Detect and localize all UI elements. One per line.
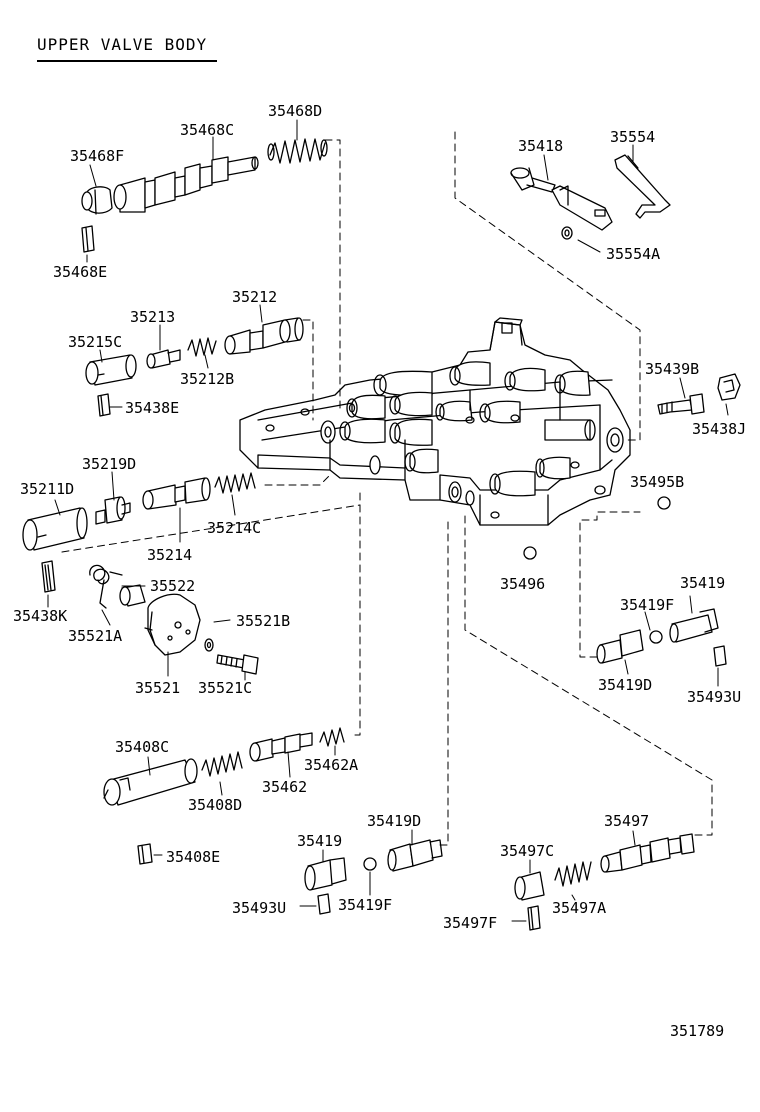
part-label[interactable]: 35497A xyxy=(552,899,607,917)
part-label[interactable]: 35493U xyxy=(232,899,287,917)
part-label[interactable]: 35214 xyxy=(147,546,193,564)
spring-35497A xyxy=(554,861,592,887)
spring-35462A xyxy=(319,727,345,747)
clip-35554A xyxy=(561,226,573,240)
plug-35419D-right xyxy=(596,629,644,664)
valve-35468C xyxy=(113,156,259,213)
part-label[interactable]: 35554A xyxy=(606,245,661,263)
ball-35495B xyxy=(657,496,671,510)
part-label[interactable]: 35521B xyxy=(236,612,291,630)
washer-35521B xyxy=(204,638,214,652)
part-label[interactable]: 35554 xyxy=(610,128,656,146)
retainer-35408E xyxy=(137,843,153,865)
valve-35497 xyxy=(600,833,695,873)
label-leaders xyxy=(47,119,729,922)
part-label[interactable]: 35219D xyxy=(82,455,137,473)
plug-35468F xyxy=(81,186,113,215)
clip-35438J xyxy=(717,373,741,401)
mounting-holes xyxy=(265,408,606,519)
sleeve-35408C xyxy=(103,758,198,806)
part-label[interactable]: 35408D xyxy=(188,796,243,814)
part-label[interactable]: 35462A xyxy=(304,756,359,774)
part-label[interactable]: 35493U xyxy=(687,688,742,706)
ball-35496 xyxy=(523,546,537,560)
retainer-35493U-right xyxy=(713,645,727,667)
ball-35419F-lower xyxy=(363,857,377,871)
part-label[interactable]: 35497F xyxy=(443,914,498,932)
part-label[interactable]: 35418 xyxy=(518,137,564,155)
cam-35521 xyxy=(144,593,201,656)
plug-35213 xyxy=(146,349,181,369)
bore-row-middle xyxy=(346,391,596,441)
part-label[interactable]: 35438J xyxy=(692,420,747,438)
part-label[interactable]: 35521 xyxy=(135,679,181,697)
part-label[interactable]: 35496 xyxy=(500,575,546,593)
part-label[interactable]: 35419D xyxy=(367,812,422,830)
part-label[interactable]: 35439B xyxy=(645,360,700,378)
diagram-title: UPPER VALVE BODY xyxy=(37,35,208,54)
part-label[interactable]: 35438E xyxy=(125,399,180,417)
part-label[interactable]: 35522 xyxy=(150,577,196,595)
part-label[interactable]: 35521C xyxy=(198,679,253,697)
rod-35554 xyxy=(614,154,671,219)
spring-35522 xyxy=(89,564,123,609)
title-underline xyxy=(37,60,217,62)
part-label[interactable]: 35212B xyxy=(180,370,235,388)
part-label[interactable]: 35497 xyxy=(604,812,650,830)
retainer-35497F xyxy=(527,905,541,931)
roller-35522 xyxy=(119,584,146,607)
part-label[interactable]: 35468E xyxy=(53,263,108,281)
retainer-35493U-lower xyxy=(317,893,331,915)
assembly-leader-lines xyxy=(61,131,713,846)
part-label[interactable]: 35468F xyxy=(70,147,125,165)
bore-row-front xyxy=(320,418,624,453)
spring-35214C xyxy=(214,472,256,494)
plug-35497C xyxy=(514,871,545,901)
ball-35419F-right xyxy=(649,630,663,644)
retainer-35438E xyxy=(97,393,111,417)
part-label[interactable]: 35468D xyxy=(268,102,323,120)
part-label[interactable]: 35462 xyxy=(262,778,308,796)
plug-35419-lower xyxy=(304,857,347,891)
part-label[interactable]: 35495B xyxy=(630,473,685,491)
bolt-35521C xyxy=(216,654,259,675)
valve-35214 xyxy=(142,477,211,510)
retainer-35468E xyxy=(81,225,95,253)
bore-row-lower xyxy=(369,448,571,506)
part-label[interactable]: 35419D xyxy=(598,676,653,694)
valve-35212 xyxy=(224,317,304,355)
part-label[interactable]: 35419F xyxy=(620,596,675,614)
part-label[interactable]: 35468C xyxy=(180,121,235,139)
sleeve-35211D xyxy=(22,507,88,551)
part-label[interactable]: 35211D xyxy=(20,480,75,498)
plug-35419D-lower xyxy=(387,839,443,872)
pin-35418 xyxy=(510,167,613,231)
part-label[interactable]: 35212 xyxy=(232,288,278,306)
part-label[interactable]: 35497C xyxy=(500,842,555,860)
part-label[interactable]: 35521A xyxy=(68,627,123,645)
plug-35419-right xyxy=(669,608,719,643)
spring-35212B xyxy=(187,337,217,357)
upper-valve-body-casting xyxy=(239,317,631,526)
part-label[interactable]: 35213 xyxy=(130,308,176,326)
part-label[interactable]: 35215C xyxy=(68,333,123,351)
valve-35462 xyxy=(249,732,313,762)
plug-35219D xyxy=(95,496,131,525)
spring-35468D xyxy=(267,138,328,164)
part-label[interactable]: 35408C xyxy=(115,738,170,756)
part-label[interactable]: 35419 xyxy=(297,832,343,850)
retainer-35438K xyxy=(41,560,56,593)
spring-35408D xyxy=(201,751,243,777)
part-label[interactable]: 35419 xyxy=(680,574,726,592)
part-label[interactable]: 35419F xyxy=(338,896,393,914)
part-label[interactable]: 35214C xyxy=(207,519,262,537)
part-label[interactable]: 35408E xyxy=(166,848,221,866)
drawing-number: 351789 xyxy=(670,1022,725,1040)
part-label[interactable]: 35438K xyxy=(13,607,68,625)
sleeve-35215C xyxy=(85,354,137,386)
bolt-35439B xyxy=(657,393,705,415)
